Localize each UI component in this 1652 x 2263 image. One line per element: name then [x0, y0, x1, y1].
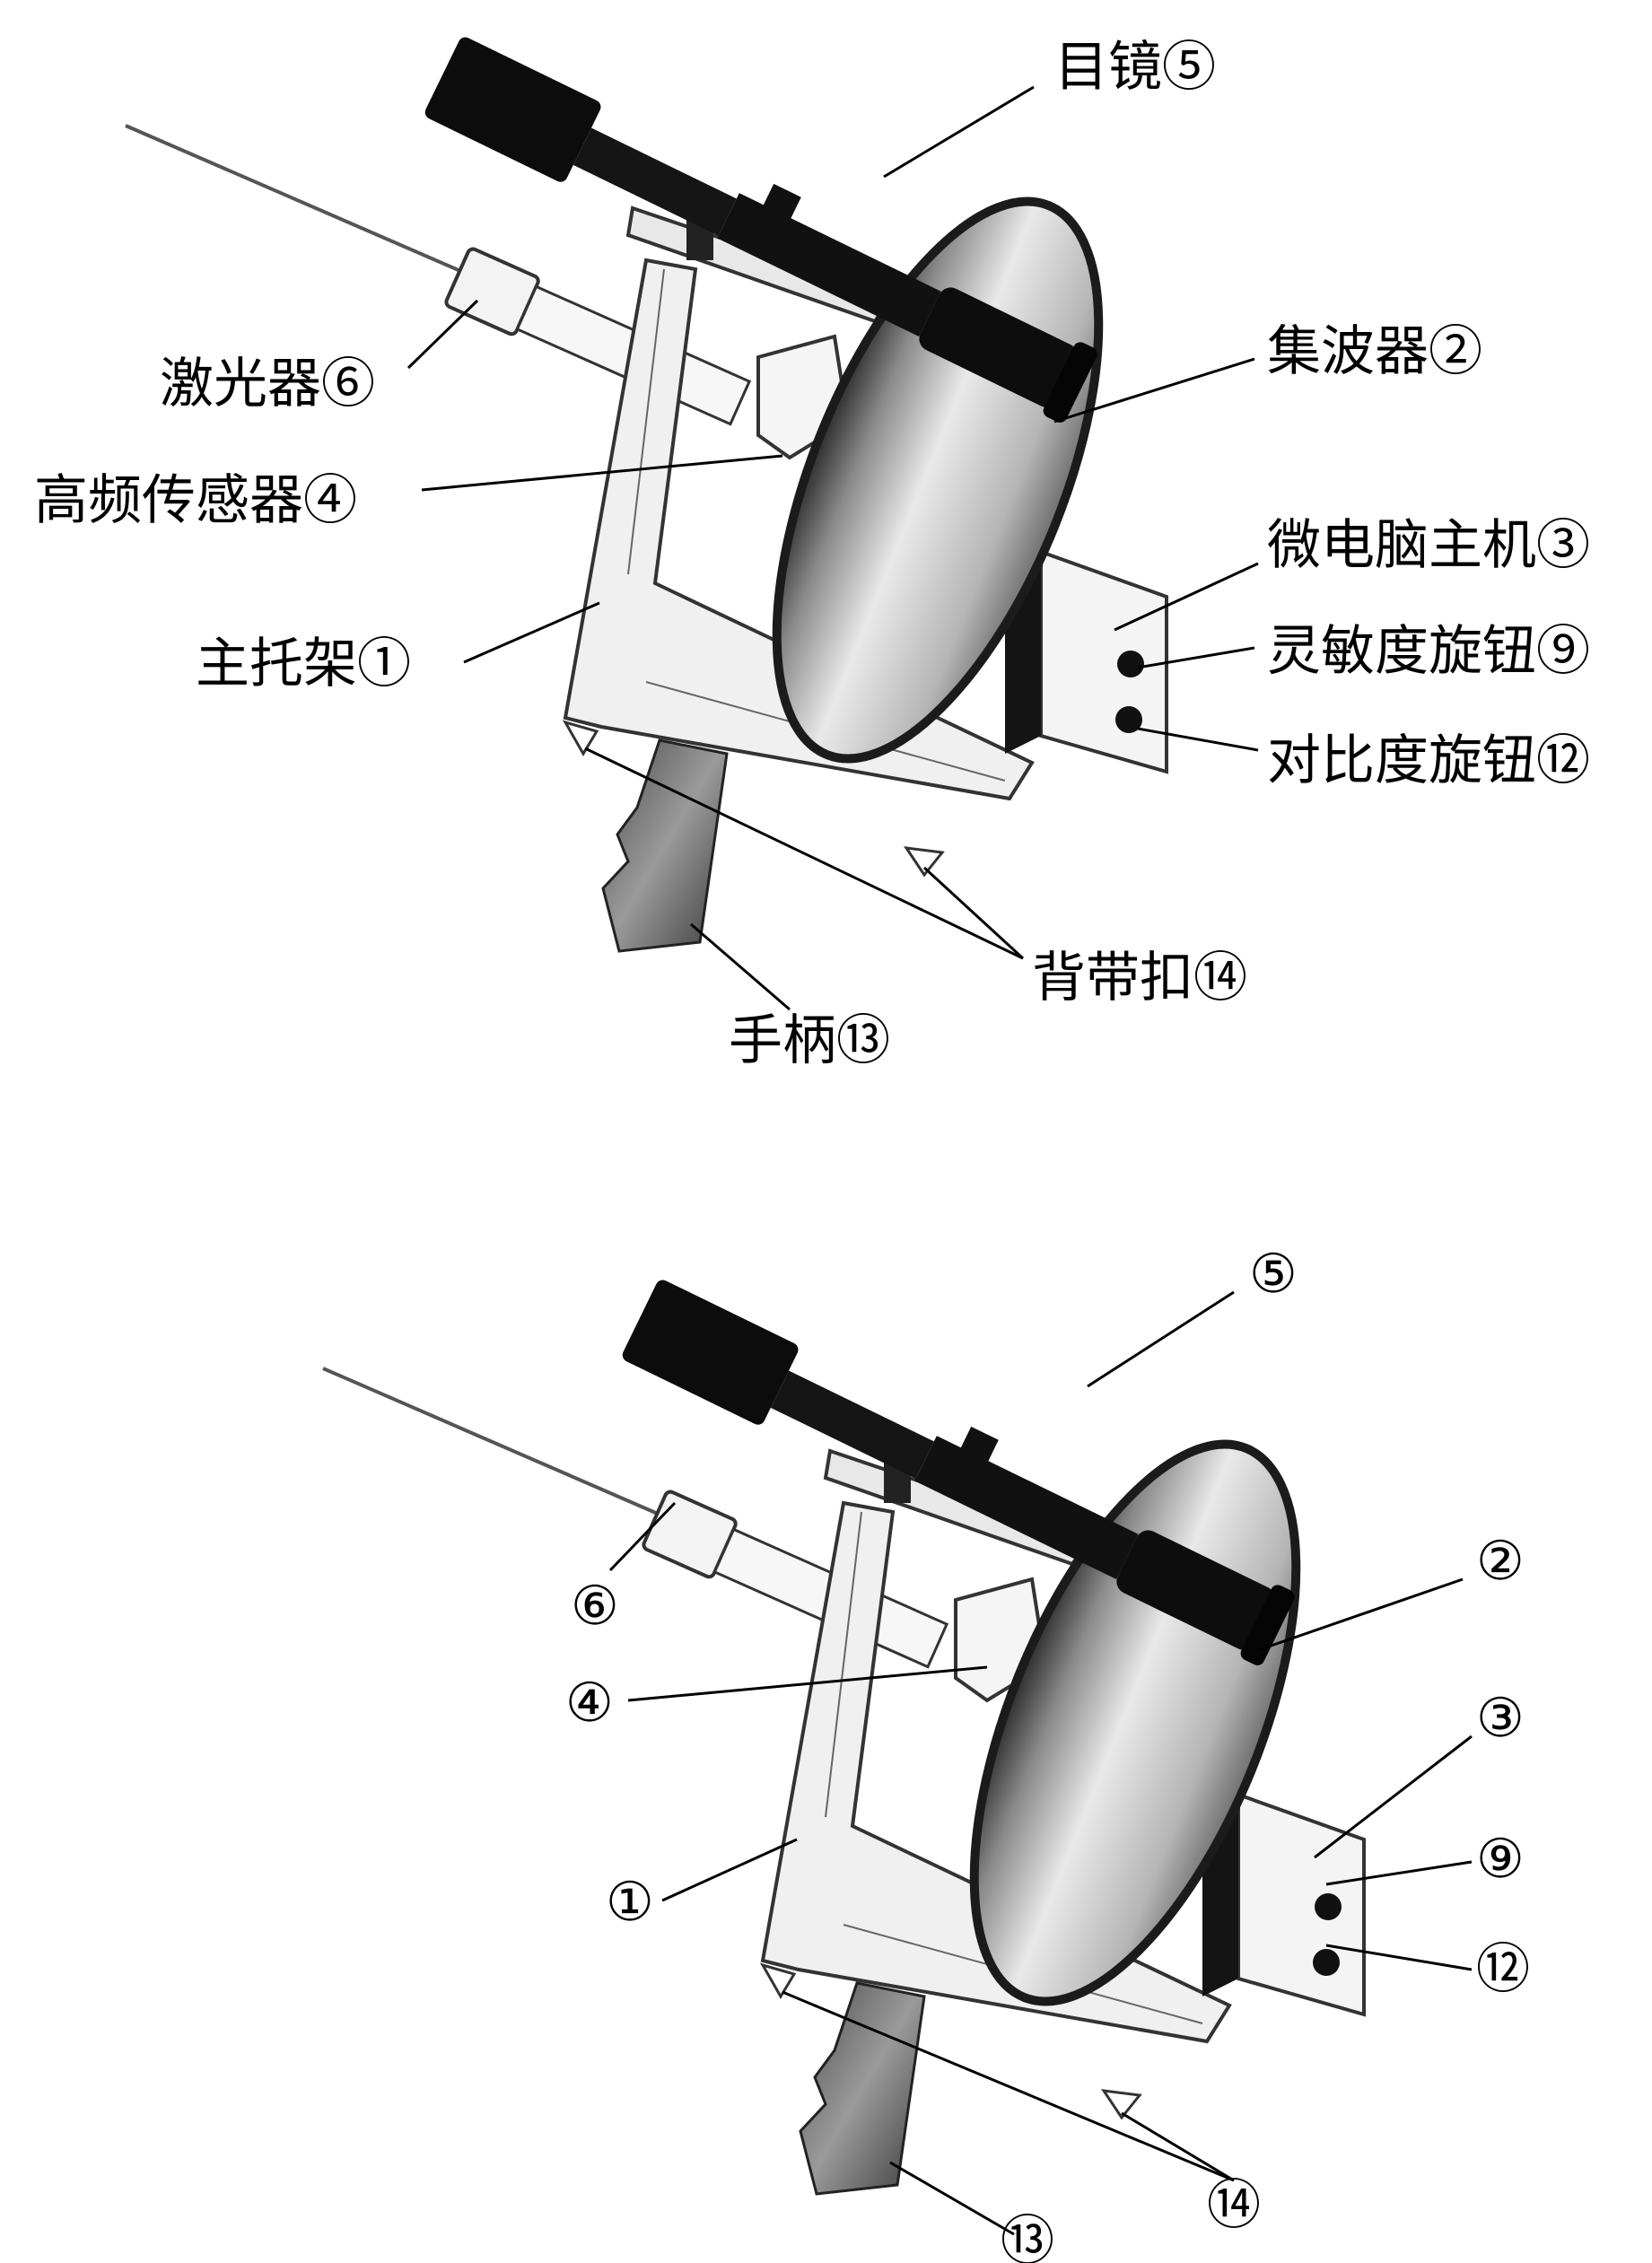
bottom-label-contrast-knob: ⑫ — [1476, 1938, 1530, 2001]
top-label-strap-buckle: 背带扣⑭ — [1032, 947, 1247, 1009]
top-leader-lines — [406, 85, 1259, 1011]
top-label-handle: 手柄⑬ — [729, 1009, 890, 1072]
bottom-device-illustration — [323, 1275, 1364, 2194]
bottom-label-handle: ⑬ — [1001, 2210, 1054, 2263]
bottom-leader-lines — [608, 1290, 1473, 2236]
top-label-host: 微电脑主机③ — [1267, 514, 1590, 577]
top-label-collector: 集波器② — [1267, 320, 1482, 383]
bottom-label-main-bracket: ① — [606, 1871, 654, 1934]
top-label-laser: 激光器⑥ — [160, 353, 375, 415]
bottom-label-sensitivity-knob: ⑨ — [1476, 1828, 1525, 1891]
top-label-main-bracket: 主托架① — [196, 633, 411, 695]
bottom-label-hf-sensor: ④ — [565, 1672, 614, 1734]
bottom-label-strap-buckle: ⑭ — [1207, 2174, 1261, 2237]
top-labels: 目镜⑤ 激光器⑥ 集波器② 高频传感器④ 微电脑主机③ 主托架① 灵敏度旋钮⑨ … — [34, 36, 1590, 1072]
bottom-label-host: ③ — [1476, 1687, 1525, 1750]
top-label-contrast-knob: 对比度旋钮⑫ — [1267, 730, 1590, 792]
bottom-label-laser: ⑥ — [571, 1575, 619, 1638]
bottom-label-collector: ② — [1476, 1530, 1525, 1593]
top-label-sensitivity-knob: 灵敏度旋钮⑨ — [1267, 620, 1590, 683]
bottom-label-eyepiece: ⑤ — [1249, 1243, 1298, 1306]
bottom-labels: ⑤ ② ⑥ ③ ④ ⑨ ① ⑫ ⑭ ⑬ — [565, 1243, 1530, 2263]
top-label-eyepiece: 目镜⑤ — [1054, 36, 1216, 99]
top-label-hf-sensor: 高频传感器④ — [34, 469, 357, 532]
